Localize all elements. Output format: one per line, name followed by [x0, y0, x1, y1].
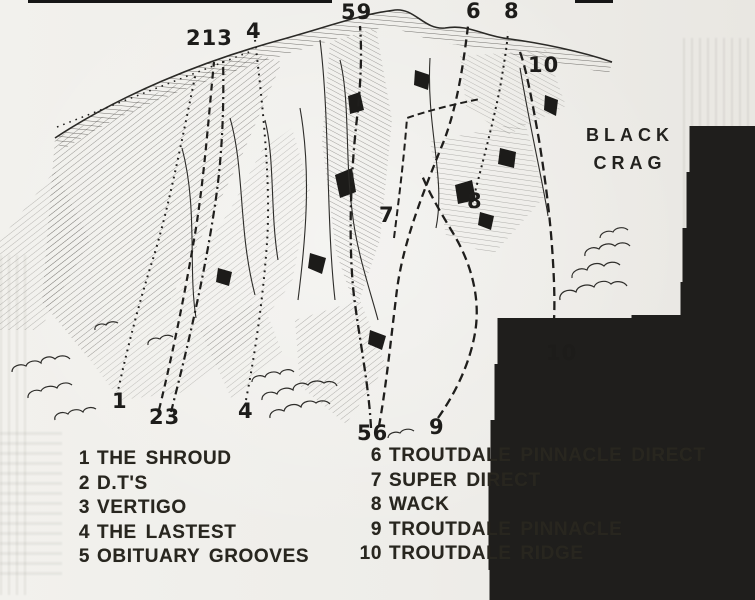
legend-item: 4 THE LASTEST [64, 522, 309, 547]
route-number: 59 [341, 0, 373, 24]
legend-item-name: THE SHROUD [97, 448, 232, 469]
route-number: 1 [112, 389, 128, 413]
ink-patches [216, 70, 558, 350]
legend-item-name: THE LASTEST [97, 521, 237, 543]
route-number: 10 [546, 341, 578, 365]
legend-item-number: 1 [78, 448, 90, 469]
crag-title-line-2: CRAG [593, 153, 667, 173]
route-number: 4 [238, 399, 254, 423]
legend-item: 7 SUPER DIRECT [356, 470, 706, 495]
route-line-7 [393, 98, 481, 239]
route-line-5 [349, 25, 373, 429]
legend-item: 2 D.T'S [64, 473, 309, 498]
legend-item-number: 9 [370, 518, 382, 540]
legend-item: 10 TROUTDALE RIDGE [356, 543, 706, 568]
legend-item-number: 3 [78, 497, 90, 519]
route-number: 213 [186, 26, 233, 50]
scan-edge-border-left [28, 0, 332, 3]
legend-item-number: 4 [78, 521, 90, 543]
legend-item: 6 TROUTDALE PINNACLE DIRECT [356, 445, 706, 470]
legend-item-number: 10 [359, 543, 382, 565]
legend-item-name: VERTIGO [97, 497, 187, 519]
route-line-9 [419, 172, 478, 419]
route-line-8 [470, 31, 509, 209]
legend-item-name: WACK [389, 494, 450, 516]
crack-lines [181, 39, 549, 321]
route-line-10 [518, 51, 556, 343]
route-number: 4 [246, 19, 262, 43]
route-number: 10 [528, 53, 560, 77]
crag-title: BLACK CRAG [568, 121, 692, 177]
route-legend-left-column: 1 THE SHROUD 2 D.T'S 3 VERTIGO 4 THE LASTEST 5 OB… [64, 448, 309, 571]
legend-item: 1 THE SHROUD [64, 448, 309, 473]
legend-item-name: SUPER DIRECT [389, 469, 541, 491]
route-line-1 [116, 71, 197, 396]
route-legend-right-column: 6 TROUTDALE PINNACLE DIRECT 7 SUPER DIRECT 8… [356, 445, 706, 568]
legend-item: 9 TROUTDALE PINNACLE [356, 519, 706, 544]
legend-item-name: D.T'S [97, 472, 148, 494]
legend-item-name: TROUTDALE PINNACLE [389, 518, 623, 540]
crag-skyline [54, 9, 613, 150]
route-number: 56 [357, 421, 389, 445]
scan-edge-border-right [575, 0, 613, 3]
legend-item-number: 8 [370, 494, 382, 516]
route-lines [56, 25, 556, 429]
crag-title-line-1: BLACK [586, 125, 674, 145]
route-line-2 [157, 61, 216, 411]
route-number: 8 [467, 189, 483, 213]
route-number: 7 [379, 203, 395, 227]
legend-item-name: TROUTDALE RIDGE [389, 543, 584, 565]
route-number: 23 [149, 405, 181, 429]
tree-scallops [11, 227, 631, 439]
legend-item: 8 WACK [356, 494, 706, 519]
route-number: 8 [504, 0, 520, 23]
legend-item-number: 5 [78, 546, 90, 568]
legend-item-number: 2 [78, 472, 90, 494]
legend-item: 5 OBITUARY GROOVES [64, 546, 309, 571]
legend-item-name: OBITUARY GROOVES [97, 546, 310, 568]
legend-item-number: 7 [370, 469, 382, 491]
route-line-3 [169, 57, 225, 413]
route-number: 6 [466, 0, 482, 23]
legend-item: 3 VERTIGO [64, 497, 309, 522]
route-number: 9 [429, 415, 445, 439]
route-line-6 [377, 25, 470, 427]
legend-item-number: 6 [370, 445, 382, 466]
route-line-approach [56, 51, 250, 128]
legend-item-name: TROUTDALE PINNACLE DIRECT [389, 445, 706, 466]
